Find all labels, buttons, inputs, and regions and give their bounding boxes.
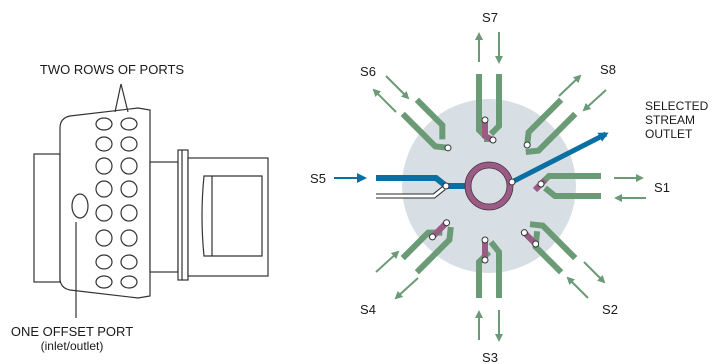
port [120,117,138,131]
channel-s6 [400,97,452,152]
rotor-ring [465,162,513,210]
actuator-collar [177,149,189,281]
channel-s2 [520,221,578,275]
port [120,204,138,222]
offset-port [71,193,89,219]
label-s8: S8 [600,62,616,77]
port [95,136,113,152]
port [95,275,113,289]
actuator-face [201,175,263,257]
s8-in-arrow [582,89,607,112]
channel-s5 [376,175,468,199]
port [120,136,138,152]
port [95,117,113,131]
label-s7: S7 [482,10,498,25]
s4-in-arrow [375,250,400,273]
channel-s1 [532,173,601,199]
selected-label-line1: SELECTED [645,99,709,113]
label-s5: S5 [310,171,326,186]
s4-out-arrow [394,277,419,300]
port [95,254,113,270]
s2-in-arrow [566,276,589,299]
label-s4: S4 [360,302,376,317]
selected-label-line3: OUTLET [645,127,693,141]
port [120,180,138,198]
port [95,229,113,247]
valve-main-block [59,107,151,299]
port [120,254,138,270]
port [120,157,138,175]
leader-lines [75,83,129,318]
port [120,275,138,289]
label-s6: S6 [360,64,376,79]
stream-channels [400,74,601,298]
s6-in-arrow [385,75,410,100]
port [95,157,113,175]
offset-port-sublabel: (inlet/outlet) [41,339,104,353]
port [95,180,113,198]
label-s2: S2 [602,302,618,317]
s2-out-arrow [583,261,606,284]
valve-left-stub [33,153,61,283]
channel-s7 [476,74,502,144]
selected-label-line2: STREAM [645,113,695,127]
port-rows [95,117,138,289]
channel-s3 [476,236,502,298]
s8-out-arrow [558,74,582,97]
valve-middle-step [149,161,179,273]
label-s1: S1 [654,180,670,195]
flow-arrows [372,32,646,342]
offset-port-label: ONE OFFSET PORT [11,324,133,339]
label-s3: S3 [482,350,498,364]
channel-s8 [523,97,578,156]
selected-outlet-line [510,131,609,185]
valve-body-drawing [33,107,269,299]
port [120,229,138,247]
rotor-disc [402,99,576,273]
s6-out-arrow [372,88,397,113]
port [95,204,113,222]
channel-s4 [400,219,454,275]
two-rows-label: TWO ROWS OF PORTS [40,62,185,77]
